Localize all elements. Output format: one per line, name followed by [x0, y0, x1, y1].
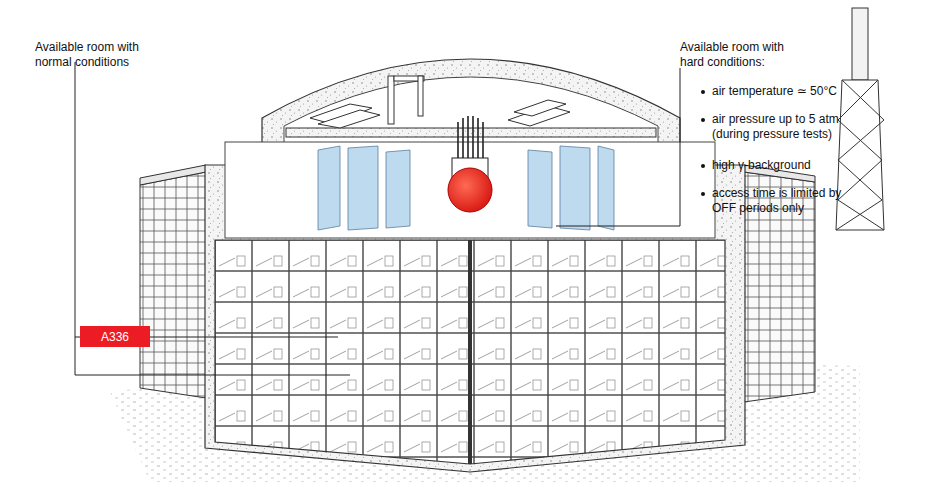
- bullet-dot: [701, 192, 705, 196]
- hall-equipment: [418, 76, 423, 116]
- leader-line: [75, 62, 350, 375]
- hall-equipment: [286, 128, 656, 137]
- reactor-core: [448, 168, 492, 212]
- callout-heading: Available room with hard conditions:: [680, 40, 805, 70]
- leader-line: [556, 68, 680, 226]
- reactor-core: [458, 116, 483, 160]
- bullet-dot: [701, 90, 705, 94]
- pool-slabs: [560, 146, 590, 230]
- leader-line: [75, 62, 680, 375]
- hall-equipment: [286, 76, 656, 137]
- callout-text: Available room with normal conditions: [35, 40, 175, 70]
- room-grid: [215, 240, 725, 464]
- pool-slabs: [318, 146, 340, 230]
- side-wing-left: [140, 172, 206, 398]
- condition-item: high γ-background: [712, 158, 912, 173]
- cutaway-wall: [468, 240, 472, 464]
- side-wing-right: [744, 165, 815, 402]
- bullet-dot: [701, 118, 705, 122]
- chimney-tower: [836, 80, 884, 230]
- chimney-tower: [836, 80, 884, 230]
- hall-equipment: [514, 100, 566, 116]
- condition-item: air temperature ≃ 50°C: [712, 84, 912, 99]
- chimney-tower: [836, 8, 884, 230]
- pool-slabs: [318, 146, 614, 230]
- room-name: A336: [101, 330, 129, 344]
- pool-slabs: [348, 146, 378, 230]
- condition-item: access time is limited by OFF periods on…: [712, 186, 852, 216]
- pool-slabs: [598, 146, 614, 230]
- pool-slabs: [386, 150, 410, 228]
- bullet-dot: [701, 164, 705, 168]
- side-wing-left: [140, 165, 206, 398]
- side-wing-left: [140, 165, 206, 185]
- pool-slabs: [528, 150, 552, 228]
- reactor-core: [448, 116, 492, 212]
- chimney-tower: [852, 8, 868, 80]
- reactor-hall: [225, 142, 715, 238]
- hall-equipment: [388, 76, 394, 124]
- room-tag: A336: [80, 326, 150, 347]
- hall-equipment: [318, 110, 380, 128]
- condition-item: air pressure up to 5 atm (during pressur…: [712, 112, 862, 142]
